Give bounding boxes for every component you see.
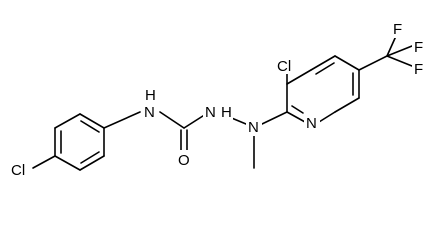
- bond: [261, 111, 288, 125]
- bond: [286, 111, 306, 123]
- atom-nh-amide-n: N: [144, 104, 155, 121]
- atom-o-carbonyl: O: [178, 152, 190, 169]
- atom-nh-hydrazine-n: N: [205, 104, 216, 121]
- atom-nh-hydrazine-h: H: [221, 104, 232, 121]
- bond: [334, 97, 360, 113]
- bond: [318, 111, 336, 123]
- atom-cl-phenyl: Cl: [11, 162, 25, 179]
- bond-layer: [32, 35, 413, 171]
- bond: [386, 45, 413, 57]
- atom-f-right: F: [414, 39, 423, 56]
- bond: [386, 35, 397, 57]
- bond: [315, 62, 335, 75]
- bond: [159, 111, 185, 129]
- bond: [79, 155, 105, 171]
- bond: [386, 55, 413, 67]
- bond: [291, 105, 304, 114]
- bond: [183, 113, 207, 129]
- bond: [358, 55, 388, 71]
- bond: [80, 151, 100, 164]
- bond: [310, 55, 336, 71]
- atom-n-methyl: N: [248, 119, 259, 136]
- chemical-structure: Cl H N O N H N N Cl F F F: [10, 21, 424, 179]
- bond: [286, 69, 312, 85]
- bond: [334, 55, 360, 71]
- atom-f-top: F: [393, 21, 402, 38]
- bond: [80, 120, 100, 133]
- bond: [79, 113, 105, 129]
- atom-f-bottom: F: [414, 61, 423, 78]
- atom-label-layer: Cl H N O N H N N Cl F F F: [10, 21, 424, 179]
- bond: [32, 155, 56, 169]
- bond: [103, 111, 141, 129]
- atom-cl-pyridine: Cl: [277, 58, 291, 75]
- atom-n-pyridine: N: [306, 115, 317, 132]
- bond: [54, 155, 81, 171]
- atom-nh-amide-h: H: [145, 87, 156, 104]
- bond: [54, 113, 81, 129]
